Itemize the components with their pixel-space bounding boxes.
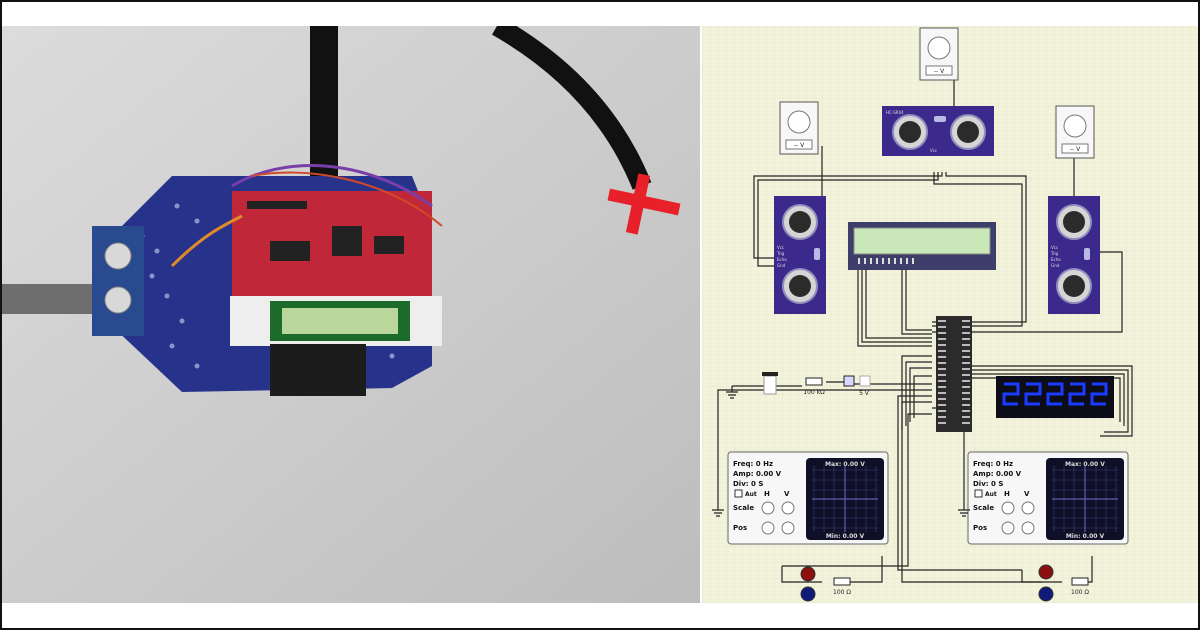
pin-gnd-left: Gnd bbox=[777, 263, 786, 268]
osc1-v-scale-knob[interactable] bbox=[781, 501, 795, 515]
circuit-simulator: -- V -- V -- V HC-SR04 Vcc bbox=[702, 26, 1198, 603]
ground-left bbox=[726, 386, 738, 399]
voltmeter-left-readout: -- V bbox=[794, 142, 805, 149]
source-5v-label: 5 V bbox=[859, 390, 870, 397]
osc1-scale-label: Scale bbox=[733, 504, 754, 512]
robot-photo bbox=[2, 26, 700, 603]
osc1-div: Div: 0 S bbox=[733, 480, 763, 488]
osc1-freq: Freq: 0 Hz bbox=[733, 460, 773, 468]
osc2-max: Max: 0.00 V bbox=[1065, 461, 1105, 468]
ground-osc2 bbox=[958, 500, 970, 517]
osc1-h-label: H bbox=[764, 490, 770, 498]
osc2-h-label: H bbox=[1004, 490, 1010, 498]
voltmeter-right[interactable]: -- V bbox=[1055, 105, 1095, 159]
voltmeter-center-readout: -- V bbox=[934, 68, 945, 75]
pin-trig-right: Trig bbox=[1050, 251, 1059, 256]
oscilloscope-left[interactable]: Freq: 0 Hz Amp: 0.00 V Div: 0 S Aut H V … bbox=[727, 451, 889, 545]
osc2-v-label: V bbox=[1024, 490, 1030, 498]
resistor-bottom-right-label: 100 Ω bbox=[1071, 589, 1089, 596]
osc2-h-scale-knob[interactable] bbox=[1001, 501, 1015, 515]
osc2-amp: Amp: 0.00 V bbox=[973, 470, 1022, 478]
voltage-source[interactable]: 5 V bbox=[843, 375, 871, 397]
resistor-bottom-right[interactable]: 100 Ω bbox=[1071, 577, 1089, 596]
osc1-h-pos-knob[interactable] bbox=[761, 521, 775, 535]
tape-line-curve bbox=[492, 26, 652, 190]
resistor-bottom-left[interactable]: 100 Ω bbox=[833, 577, 851, 596]
voltmeter-right-readout: -- V bbox=[1070, 146, 1081, 153]
oscilloscope-right[interactable]: Freq: 0 Hz Amp: 0.00 V Div: 0 S Aut H V … bbox=[967, 451, 1129, 545]
resistor-bottom-left-label: 100 Ω bbox=[833, 589, 851, 596]
tape-line-straight bbox=[310, 26, 338, 176]
robot-lcd bbox=[230, 296, 442, 346]
osc2-v-scale-knob[interactable] bbox=[1021, 501, 1035, 515]
robot-ultrasonic-sensor bbox=[92, 226, 144, 336]
osc1-max: Max: 0.00 V bbox=[825, 461, 865, 468]
osc2-auto-checkbox[interactable] bbox=[974, 489, 983, 498]
ground-osc1 bbox=[712, 500, 724, 517]
osc1-auto-label: Aut bbox=[745, 491, 757, 498]
push-switch[interactable] bbox=[762, 372, 778, 395]
osc2-pos-label: Pos bbox=[973, 524, 987, 532]
ultrasonic-sensor-top[interactable]: HC-SR04 Vcc bbox=[882, 106, 994, 156]
osc1-pos-label: Pos bbox=[733, 524, 747, 532]
osc2-h-pos-knob[interactable] bbox=[1001, 521, 1015, 535]
pin-vcc-right: Vcc bbox=[1051, 245, 1058, 250]
osc1-v-label: V bbox=[784, 490, 790, 498]
ultrasonic-sensor-left[interactable]: Vcc Trig Echo Gnd bbox=[774, 196, 826, 314]
resistor-main[interactable]: 100 kΩ bbox=[803, 377, 825, 396]
pin-echo-left: Echo bbox=[777, 257, 787, 262]
pin-vcc-top: Vcc bbox=[930, 148, 937, 153]
osc2-v-pos-knob[interactable] bbox=[1021, 521, 1035, 535]
osc2-div: Div: 0 S bbox=[973, 480, 1003, 488]
robot-wheel bbox=[270, 344, 366, 396]
osc2-scale-label: Scale bbox=[973, 504, 994, 512]
voltmeter-left[interactable]: -- V bbox=[779, 101, 819, 155]
osc1-amp: Amp: 0.00 V bbox=[733, 470, 782, 478]
wires bbox=[717, 78, 1133, 583]
lcd-display[interactable] bbox=[848, 222, 996, 270]
osc1-v-pos-knob[interactable] bbox=[781, 521, 795, 535]
ultrasonic-sensor-right[interactable]: Vcc Trig Echo Gnd bbox=[1048, 196, 1100, 314]
microcontroller-chip[interactable] bbox=[936, 316, 972, 432]
pin-gnd-right: Gnd bbox=[1051, 263, 1060, 268]
led-pair-left[interactable] bbox=[800, 566, 816, 602]
red-cross-marker bbox=[607, 173, 681, 235]
seven-segment-display bbox=[996, 376, 1114, 418]
osc1-auto-checkbox[interactable] bbox=[734, 489, 743, 498]
osc2-min: Min: 0.00 V bbox=[1066, 533, 1105, 540]
resistor-main-label: 100 kΩ bbox=[803, 389, 825, 396]
osc2-freq: Freq: 0 Hz bbox=[973, 460, 1013, 468]
pin-vcc-left: Vcc bbox=[777, 245, 784, 250]
pin-trig-left: Trig bbox=[776, 251, 785, 256]
osc2-auto-label: Aut bbox=[985, 491, 997, 498]
pin-echo-right: Echo bbox=[1051, 257, 1061, 262]
osc1-min: Min: 0.00 V bbox=[826, 533, 865, 540]
osc1-h-scale-knob[interactable] bbox=[761, 501, 775, 515]
voltmeter-center[interactable]: -- V bbox=[919, 27, 959, 81]
led-pair-right[interactable] bbox=[1038, 564, 1054, 602]
sensor-top-title: HC-SR04 bbox=[886, 110, 904, 115]
